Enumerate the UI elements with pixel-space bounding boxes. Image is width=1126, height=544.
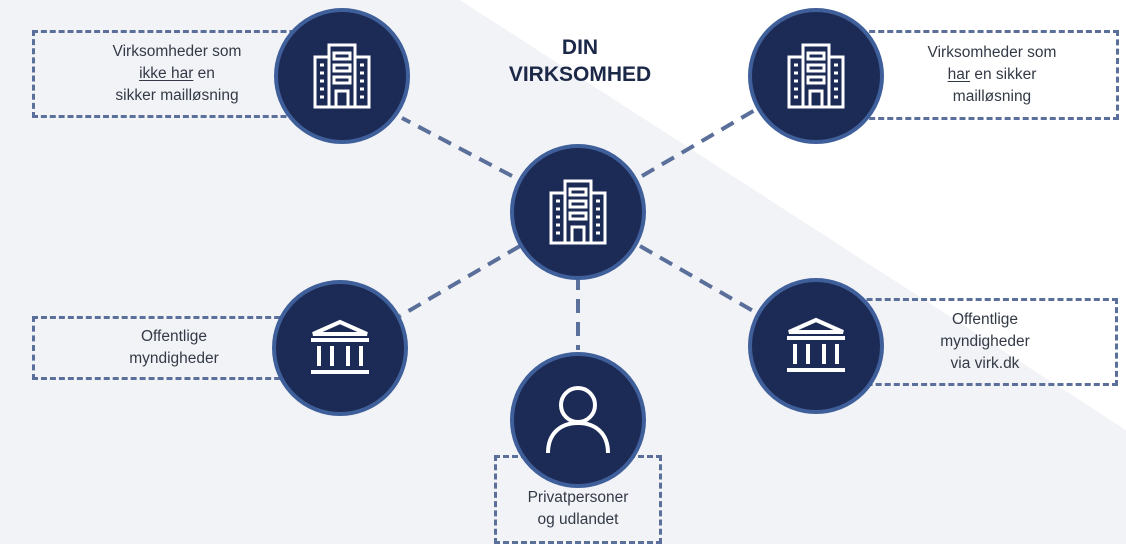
title-line-1: DIN: [561, 36, 599, 59]
label-line: og udlandet: [537, 510, 619, 528]
label-line: Privatpersoner: [527, 488, 629, 506]
person-icon: [543, 383, 613, 457]
label-box-mid-left: Offentlige myndigheder: [32, 316, 316, 380]
title-line-2: VIRKSOMHED: [508, 63, 652, 87]
edge-center-top-right: [640, 108, 757, 178]
label-box-mid-right: Offentlige myndigheder via virk.dk: [812, 298, 1118, 386]
label-text: en sikker: [970, 66, 1037, 83]
underlined-text: har: [947, 66, 971, 83]
label-line: Virksomheder som: [927, 44, 1057, 61]
node-mid-left: [272, 280, 408, 416]
label-text: en: [193, 65, 215, 82]
label-line: myndigheder: [129, 350, 219, 367]
office-building-icon: [785, 41, 847, 111]
label-line: ikke har en: [113, 63, 242, 85]
underlined-text: ikke har: [139, 65, 194, 82]
node-center: [510, 144, 646, 280]
label-box-top-left: Virksomheder som ikke har en sikker mail…: [32, 30, 322, 118]
office-building-icon: [547, 177, 609, 247]
government-building-icon: [307, 318, 373, 378]
label-line: Virksomheder som: [112, 43, 242, 60]
label-line: Offentlige: [951, 311, 1019, 328]
label-line: via virk.dk: [950, 355, 1020, 372]
label-line: har en sikker: [928, 64, 1057, 86]
office-building-icon: [311, 41, 373, 111]
node-top-left: [274, 8, 410, 144]
label-line: sikker mailløsning: [115, 87, 239, 104]
edge-center-mid-right: [639, 244, 756, 314]
page-title: DIN VIRKSOMHED: [470, 34, 690, 89]
label-line: mailløsning: [952, 88, 1032, 105]
node-mid-right: [748, 278, 884, 414]
node-bottom: [510, 352, 646, 488]
edge-center-mid-left: [398, 244, 522, 318]
government-building-icon: [783, 316, 849, 376]
label-line: myndigheder: [940, 333, 1030, 350]
label-line: Offentlige: [140, 328, 208, 345]
node-top-right: [748, 8, 884, 144]
edge-center-top-left: [401, 116, 513, 178]
